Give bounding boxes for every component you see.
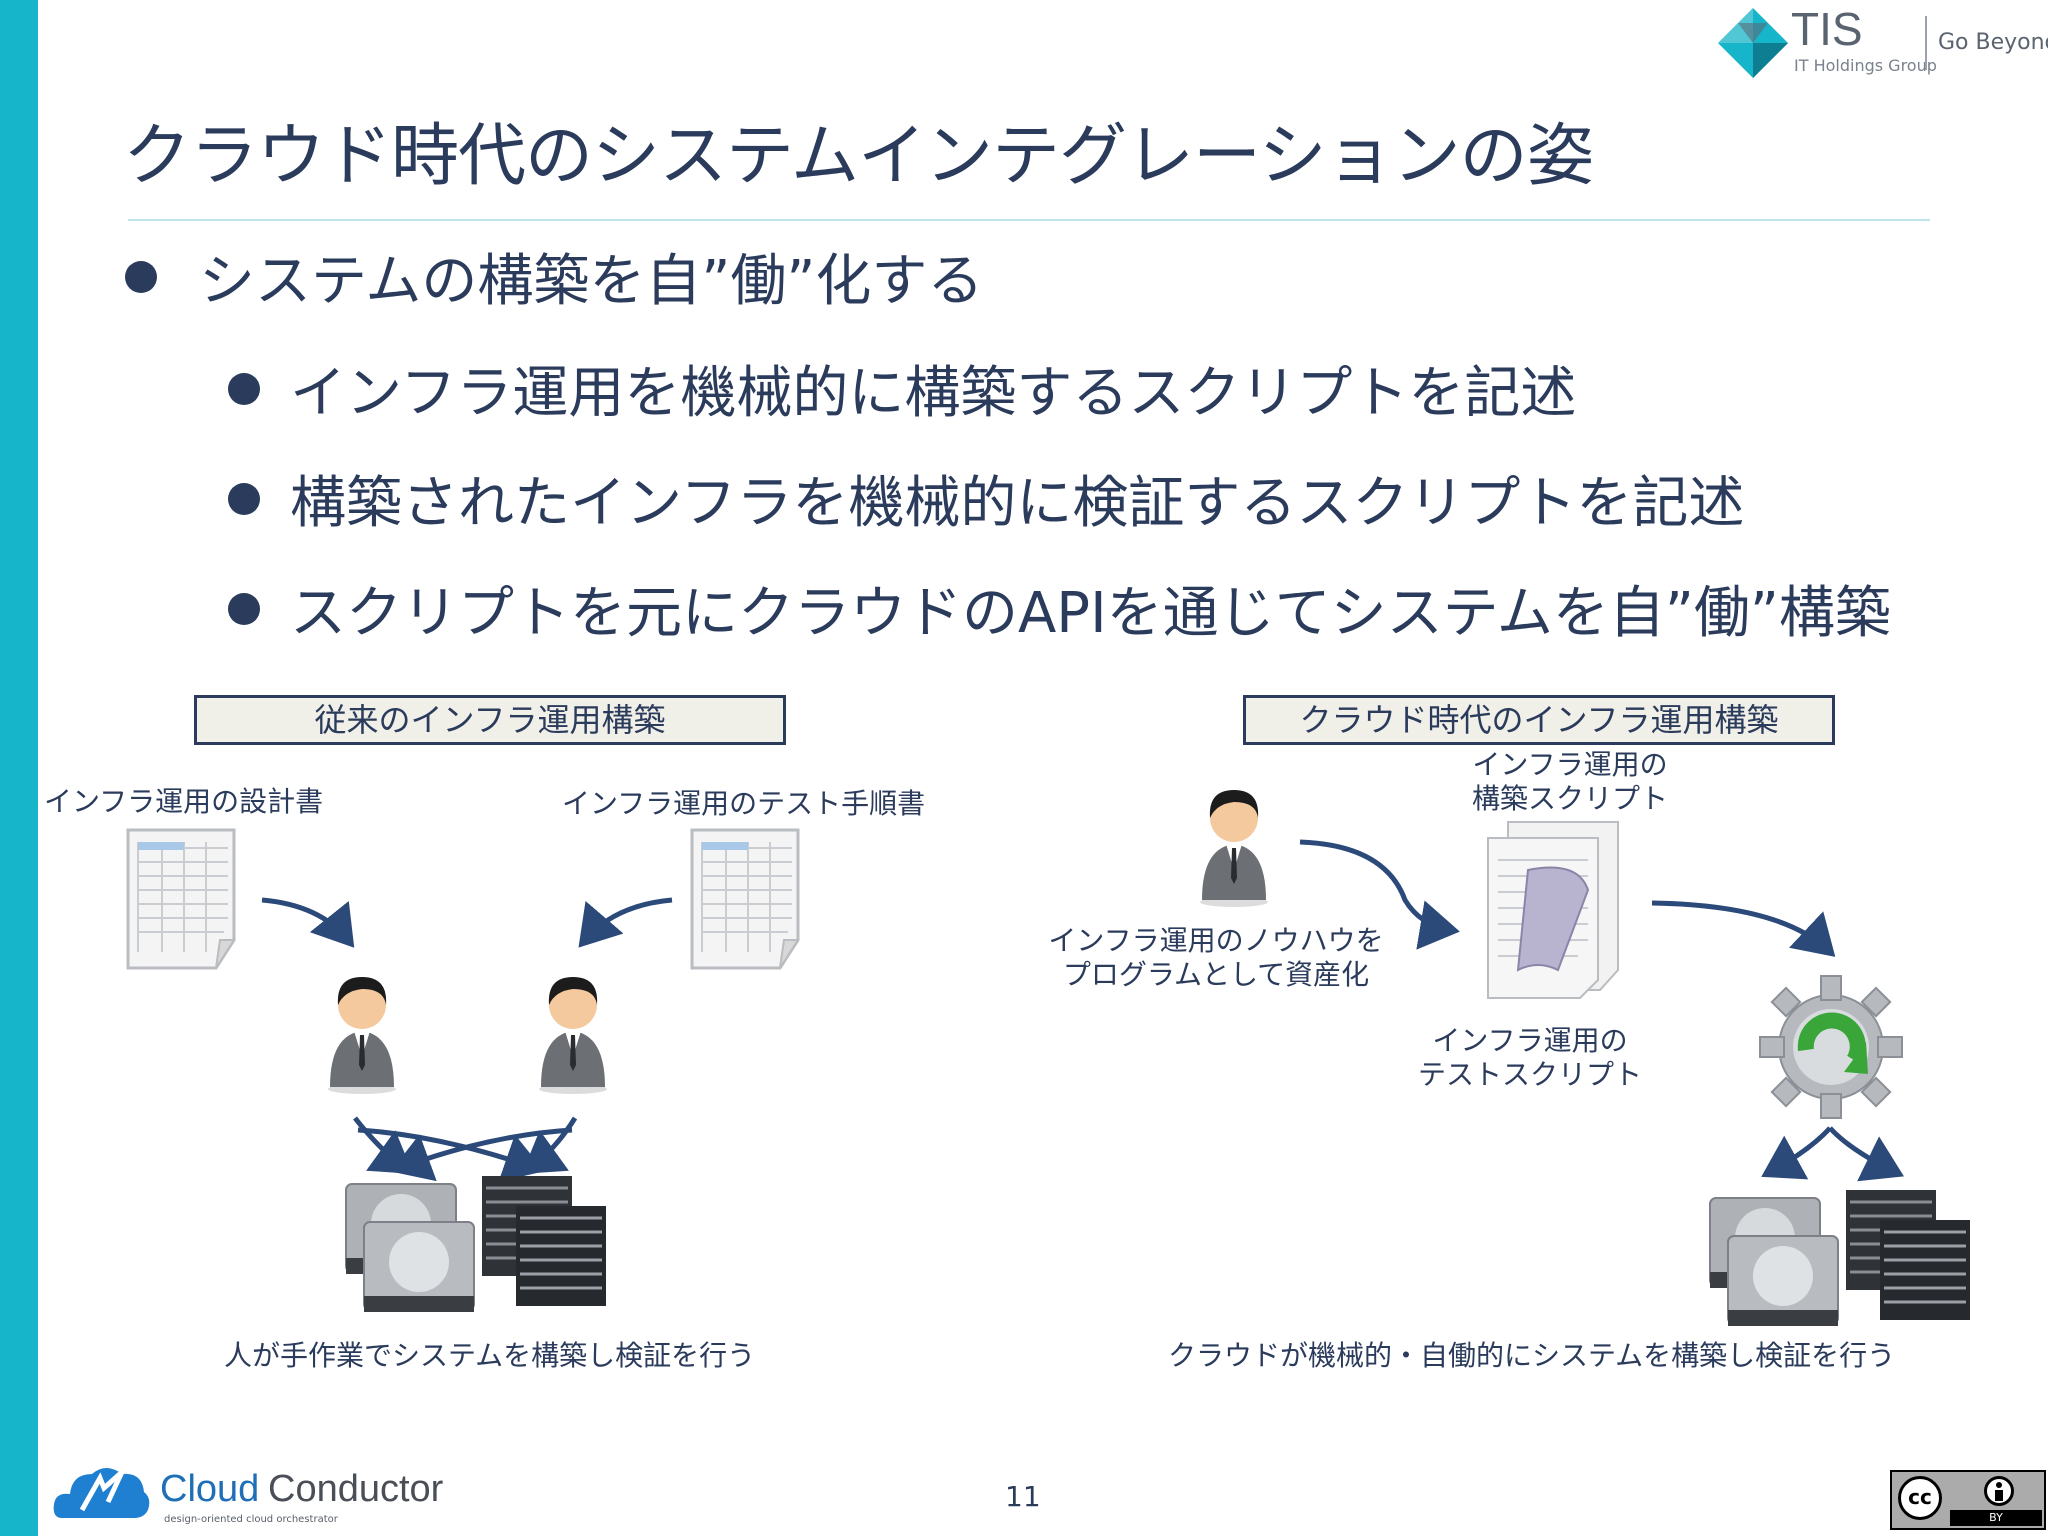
left-caption: 人が手作業でシステムを構築し検証を行う	[224, 1339, 756, 1372]
cc-by-license-badge: cc BY	[1890, 1470, 2046, 1530]
sub-bullet-text: インフラ運用を機械的に構築するスクリプトを記述	[290, 361, 1577, 426]
test-procedure-label: インフラ運用のテスト手順書	[562, 787, 926, 820]
main-bullet-text: システムの構築を自”働”化する	[199, 249, 984, 314]
sub-bullet-text: 構築されたインフラを機械的に検証するスクリプトを記述	[290, 471, 1745, 536]
knowhow-label: インフラ運用のノウハウを プログラムとして資産化	[1036, 924, 1396, 992]
slide-title: クラウド時代のシステムインテグレーションの姿	[123, 117, 1595, 196]
cloud-icon	[53, 1468, 150, 1518]
build-script-label: インフラ運用の 構築スクリプト	[1430, 748, 1710, 816]
test-script-line1: インフラ運用の	[1432, 1024, 1628, 1057]
bullet-dot	[228, 482, 260, 515]
by-text: BY	[1989, 1511, 2003, 1524]
bullet-dot	[228, 372, 260, 405]
right-diagram-heading: クラウド時代のインフラ運用構築	[1243, 695, 1835, 745]
attribution-icon	[1984, 1476, 2014, 1506]
bullet-dot	[125, 260, 157, 293]
tis-group: IT Holdings Group	[1794, 56, 1937, 75]
by-strip: BY	[1950, 1510, 2042, 1526]
brand-tagline: design-oriented cloud orchestrator	[164, 1514, 338, 1525]
cc-icon: cc	[1898, 1476, 1942, 1520]
arrow-icon	[1651, 900, 1836, 957]
sub-bullet: 構築されたインフラを機械的に検証するスクリプトを記述	[228, 458, 1744, 539]
right-caption: クラウドが機械的・自働的にシステムを構築し検証を行う	[1168, 1339, 1896, 1372]
brand-conductor: Conductor	[268, 1468, 444, 1510]
script-docs-icon	[1487, 821, 1619, 999]
arrow-icon	[390, 1127, 573, 1182]
cloudconductor-logo: Cloud Conductor design-oriented cloud or…	[52, 1458, 472, 1528]
arrow-icon	[1828, 1126, 1904, 1182]
brand-cloud: Cloud	[160, 1468, 260, 1510]
server-rack-icon	[1880, 1220, 1970, 1320]
person-icon	[1200, 790, 1268, 907]
sub-bullet: スクリプトを元にクラウドのAPIを通じてシステムを自”働”構築	[228, 568, 1891, 649]
hard-drive-icon	[1727, 1235, 1839, 1326]
arrow-icon	[578, 897, 673, 948]
left-diagram-heading: 従来のインフラ運用構築	[194, 695, 786, 745]
knowhow-line2: プログラムとして資産化	[1062, 958, 1370, 991]
servers-and-drives-icon	[345, 1176, 606, 1312]
sub-bullet-text: スクリプトを元にクラウドのAPIを通じてシステムを自”働”構築	[290, 581, 1891, 646]
knowhow-line1: インフラ運用のノウハウを	[1048, 924, 1384, 957]
server-rack-icon	[516, 1206, 606, 1306]
person-icon	[539, 977, 607, 1094]
person-icon	[328, 977, 396, 1094]
cc-text: cc	[1908, 1485, 1932, 1509]
title-rule	[128, 219, 1930, 221]
logo-divider	[1925, 16, 1927, 70]
page-number: 11	[1005, 1480, 1041, 1513]
sub-bullet: インフラ運用を機械的に構築するスクリプトを記述	[228, 348, 1576, 429]
test-script-label: インフラ運用の テストスクリプト	[1390, 1024, 1670, 1092]
spreadsheet-doc-icon	[690, 828, 800, 970]
arrow-icon	[1299, 839, 1460, 950]
test-script-line2: テストスクリプト	[1417, 1058, 1642, 1091]
accent-bar	[0, 0, 38, 1536]
tis-logo: TIS IT Holdings Group Go Beyond	[1718, 3, 2048, 80]
build-script-line2: 構築スクリプト	[1471, 782, 1668, 815]
main-bullet: システムの構築を自”働”化する	[125, 236, 983, 317]
arrow-icon	[1761, 1126, 1832, 1180]
spreadsheet-doc-icon	[126, 828, 236, 970]
arrow-icon	[353, 1116, 414, 1174]
automation-gear-icon	[1759, 975, 1903, 1119]
servers-and-drives-icon	[1709, 1190, 1970, 1326]
tis-diamond-icon	[1718, 8, 1788, 78]
tis-company: TIS	[1791, 3, 1863, 55]
arrow-icon	[521, 1116, 578, 1174]
arrow-icon	[261, 897, 355, 948]
hard-drive-icon	[363, 1221, 475, 1312]
build-script-line1: インフラ運用の	[1472, 748, 1668, 781]
design-doc-label: インフラ運用の設計書	[44, 785, 324, 818]
arrow-icon	[357, 1127, 545, 1182]
bullet-dot	[228, 592, 260, 625]
tis-slogan: Go Beyond	[1938, 30, 2048, 55]
